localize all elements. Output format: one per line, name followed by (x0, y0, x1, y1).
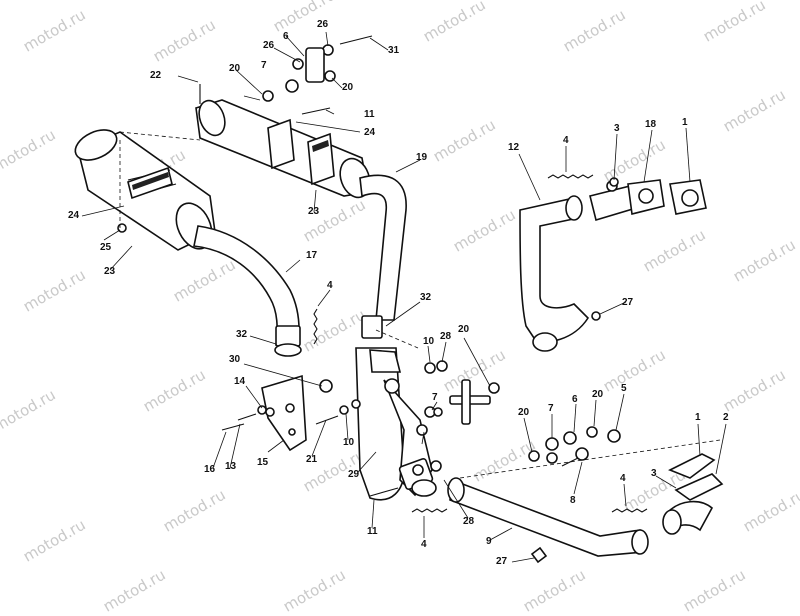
diagram-drawing (74, 31, 727, 564)
callout-9: 9 (486, 536, 492, 547)
callout-32-left: 32 (236, 329, 248, 340)
middle-silencer (195, 99, 371, 199)
callout-7-top: 7 (261, 60, 267, 71)
callout-20-top-left: 20 (229, 63, 241, 74)
callout-28-top: 28 (440, 331, 452, 342)
pipe-19 (359, 174, 407, 339)
dashed-guides (119, 131, 721, 479)
callout-10-bottom: 10 (343, 437, 355, 448)
callout-29: 29 (348, 469, 360, 480)
callout-26-left: 26 (263, 40, 275, 51)
callout-24-left: 24 (68, 210, 80, 221)
callout-4-lower-right: 4 (620, 473, 626, 484)
callout-6-right: 6 (572, 394, 578, 405)
callout-6-top: 6 (283, 31, 289, 42)
callout-20-center: 20 (458, 324, 470, 335)
left-silencer (74, 129, 216, 251)
upper-flange-assembly (589, 179, 707, 222)
callout-4-middle: 4 (327, 280, 333, 291)
pipe-17 (193, 225, 302, 357)
center-collector (355, 347, 437, 501)
callout-18: 18 (645, 119, 657, 130)
springs (313, 174, 648, 513)
callout-30: 30 (229, 354, 241, 365)
callout-8: 8 (570, 495, 576, 506)
callout-14: 14 (234, 376, 246, 387)
hardware (117, 35, 621, 564)
callout-24-right: 24 (364, 127, 376, 138)
callout-31: 31 (388, 45, 400, 56)
callout-22: 22 (150, 70, 162, 81)
callout-20-right-a: 20 (518, 407, 530, 418)
callout-3-upper: 3 (614, 123, 620, 134)
callout-19: 19 (416, 152, 428, 163)
callout-15: 15 (257, 457, 269, 468)
callout-11-top: 11 (364, 109, 375, 120)
callout-4-upper-right: 4 (563, 135, 569, 146)
callout-28-bottom: 28 (463, 516, 475, 527)
callout-1-upper: 1 (682, 117, 688, 128)
callout-4-bottom: 4 (421, 539, 427, 550)
callout-13: 13 (225, 461, 237, 472)
callout-27-right: 27 (622, 297, 634, 308)
callout-20-top-right: 20 (342, 82, 354, 93)
callout-23-middle: 23 (308, 206, 320, 217)
callout-16: 16 (204, 464, 216, 475)
callout-21: 21 (306, 454, 318, 465)
callout-25: 25 (100, 242, 112, 253)
callout-5: 5 (621, 383, 627, 394)
callout-1-lower: 1 (695, 412, 701, 423)
lower-flange-assembly (662, 453, 724, 535)
callout-12: 12 (508, 142, 520, 153)
callout-11-bottom: 11 (367, 526, 378, 537)
header-9 (447, 477, 649, 557)
callout-32-right: 32 (420, 292, 432, 303)
callout-23-left: 23 (104, 266, 116, 277)
leader-lines (81, 31, 727, 563)
header-12 (519, 195, 590, 352)
callout-26-top: 26 (317, 19, 329, 30)
callout-20-right-b: 20 (592, 389, 604, 400)
callout-7-center: 7 (432, 392, 438, 403)
callout-3-lower: 3 (651, 468, 657, 479)
callout-10-top: 10 (423, 336, 435, 347)
callout-7-right: 7 (548, 403, 554, 414)
callout-17: 17 (306, 250, 318, 261)
callout-27-bottom: 27 (496, 556, 508, 567)
callout-2: 2 (723, 412, 729, 423)
